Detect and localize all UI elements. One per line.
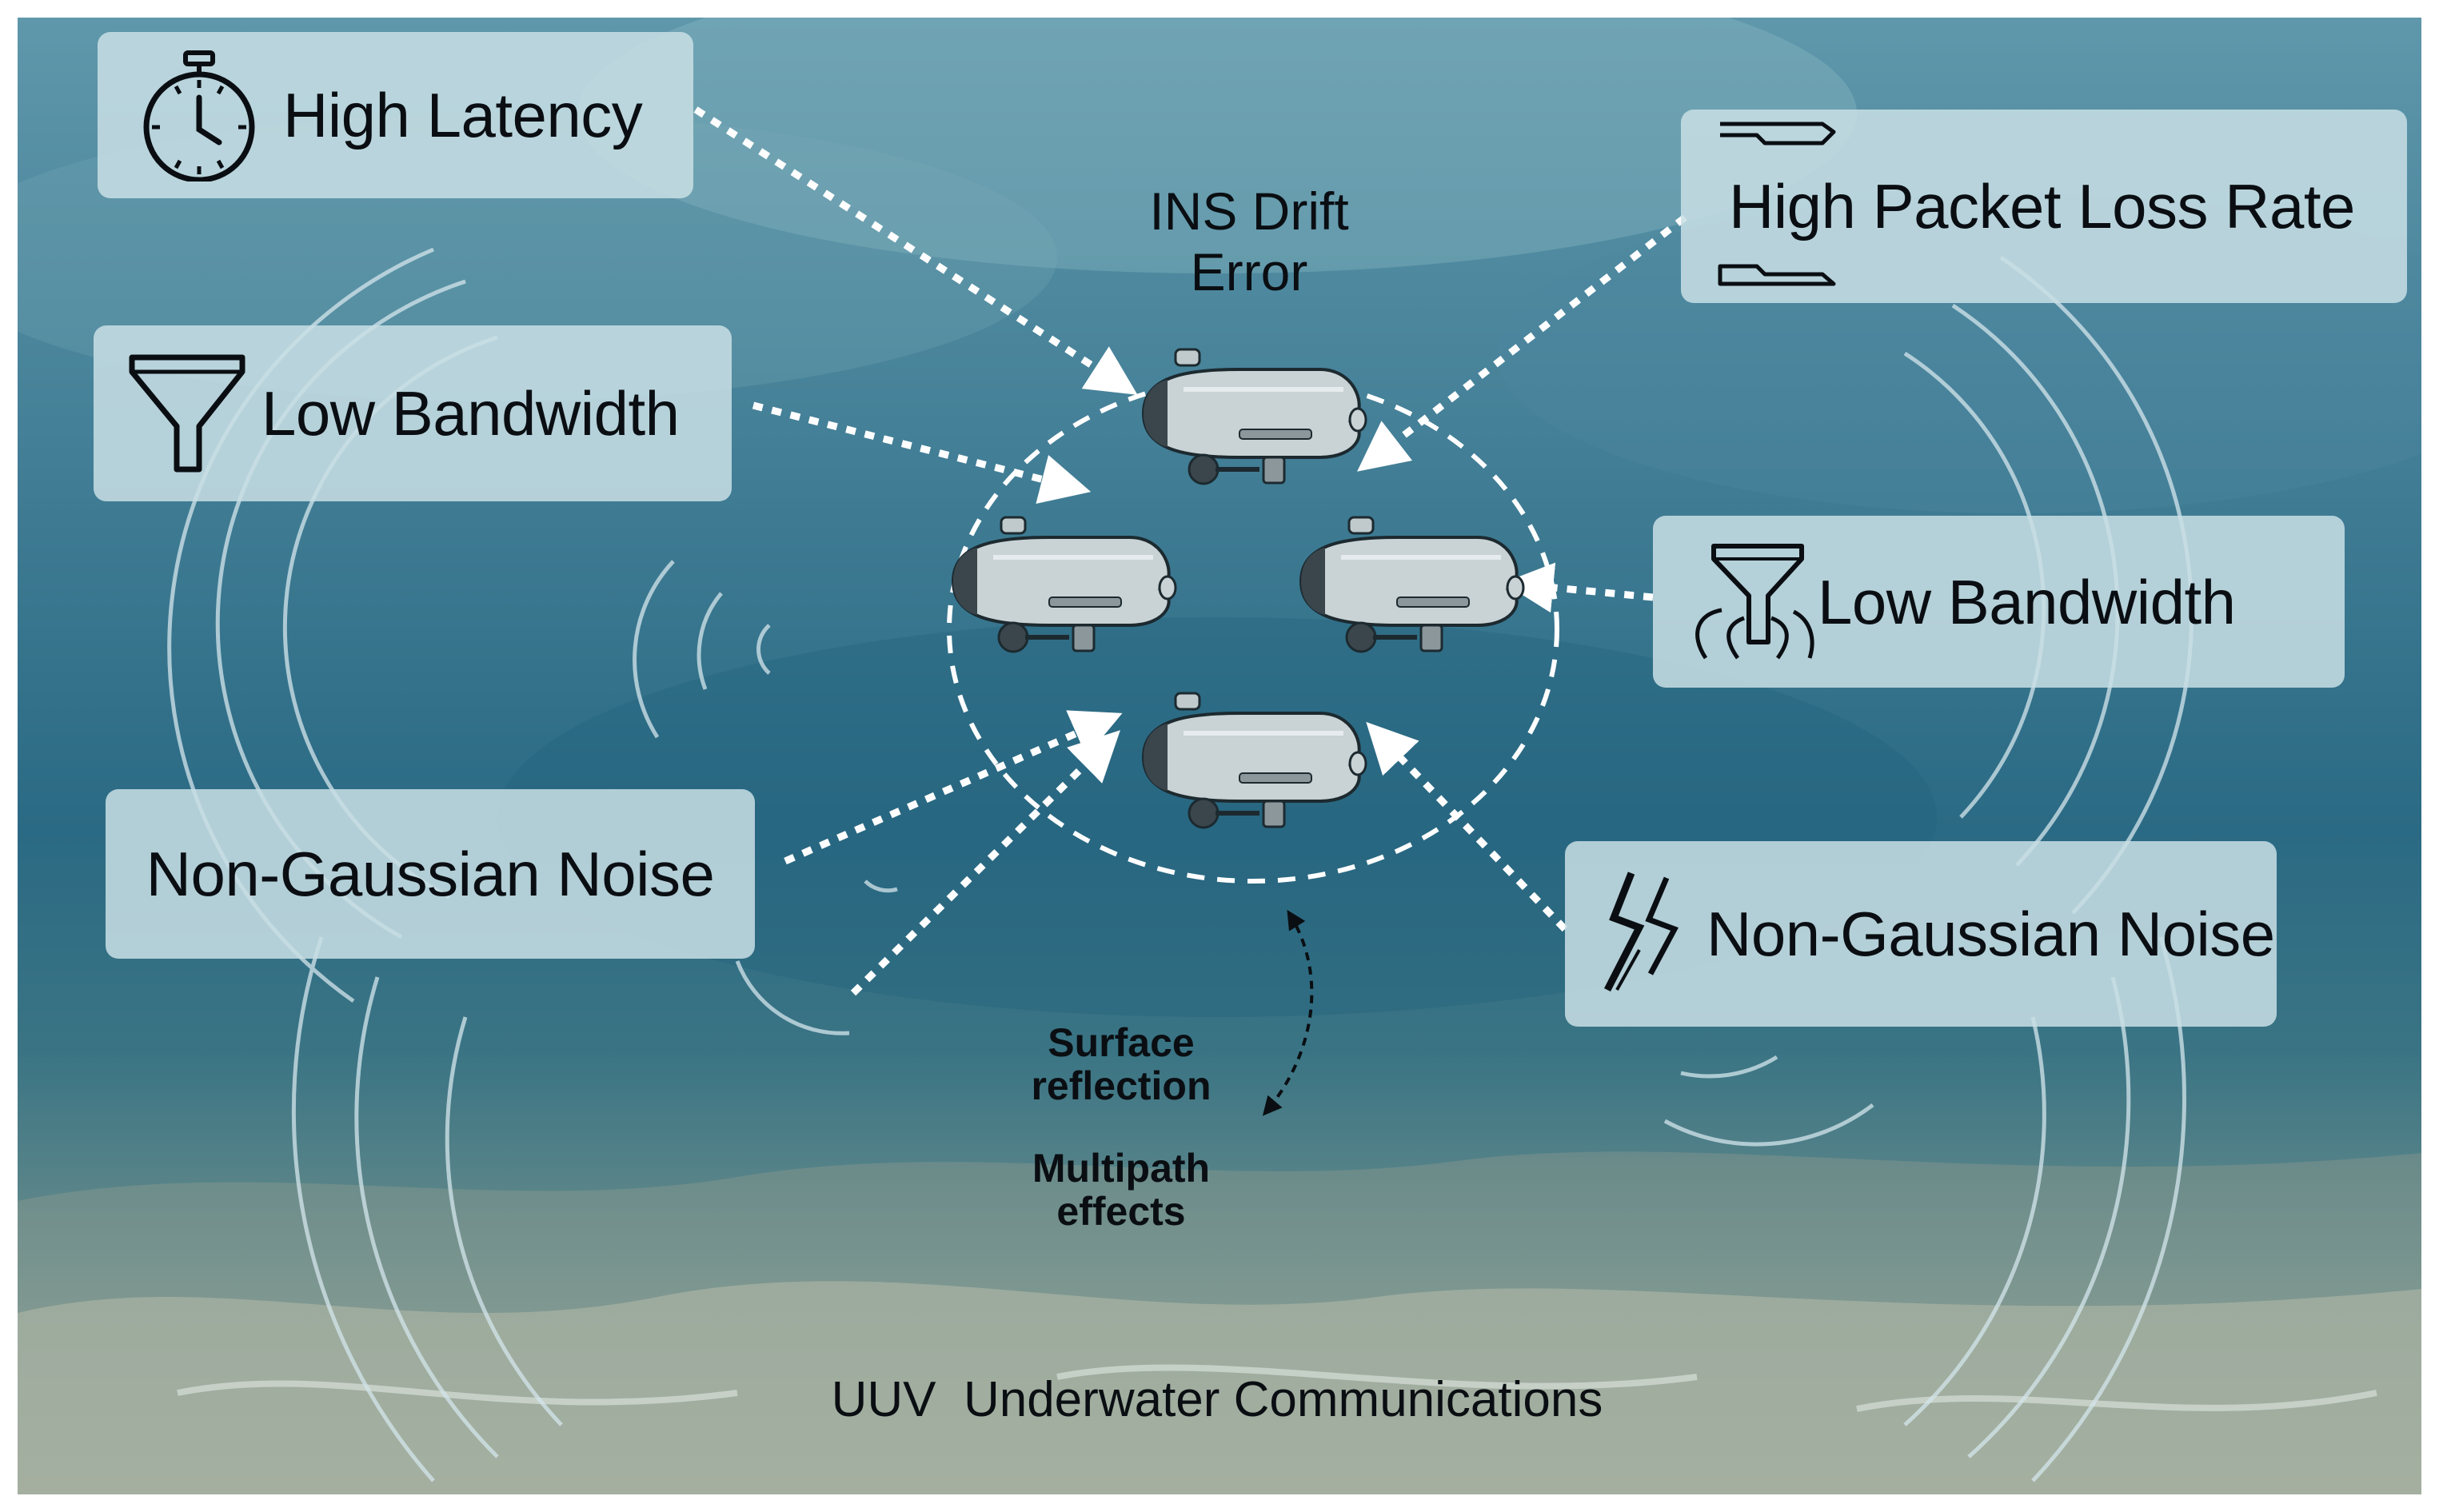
zigzag-noise-icon (1603, 872, 1679, 992)
funnel-icon (129, 354, 245, 473)
broken-packet-icon (1720, 122, 1836, 146)
underwater-scene: High Latency Low Bandwidth Non-Gaussian … (18, 18, 2421, 1494)
broken-packet-icon (1718, 264, 1836, 286)
label-high-packet-loss: High Packet Loss Rate (1681, 110, 2407, 303)
ins-drift-line2: Error (1190, 241, 1308, 301)
diagram-caption: UUV Underwater Communications (831, 1372, 1603, 1427)
ins-drift-line1: INS Drift (1149, 182, 1349, 241)
label-non-gaussian-right: Non-Gaussian Noise (1565, 841, 2277, 1027)
label-text: High Packet Loss Rate (1729, 171, 2355, 241)
multipath-line2: effects (1056, 1189, 1186, 1234)
uuv-submarine-icon (1141, 348, 1367, 485)
uuv-submarine-icon (1141, 692, 1367, 829)
label-high-latency: High Latency (98, 32, 693, 198)
multipath-annotation: Multipath effects (1001, 1147, 1241, 1233)
label-non-gaussian-left: Non-Gaussian Noise (106, 789, 755, 959)
label-low-bandwidth-right: Low Bandwidth (1653, 516, 2345, 688)
surface-reflection-line1: Surface (1048, 1020, 1195, 1065)
stopwatch-icon (143, 50, 255, 182)
label-text: High Latency (283, 80, 643, 150)
multipath-line1: Multipath (1032, 1146, 1211, 1191)
label-low-bandwidth-left: Low Bandwidth (94, 325, 732, 501)
uuv-submarine-icon (1299, 516, 1525, 653)
uuv-submarine-icon (951, 516, 1177, 653)
funnel-icon (1695, 543, 1814, 659)
ins-drift-annotation: INS Drift Error (1081, 182, 1417, 303)
label-text: Non-Gaussian Noise (146, 839, 715, 909)
label-text: Non-Gaussian Noise (1707, 899, 2275, 969)
label-text: Low Bandwidth (1818, 566, 2236, 637)
label-text: Low Bandwidth (261, 378, 680, 449)
surface-reflection-annotation: Surface reflection (1001, 1021, 1241, 1107)
surface-reflection-line2: reflection (1031, 1063, 1212, 1108)
